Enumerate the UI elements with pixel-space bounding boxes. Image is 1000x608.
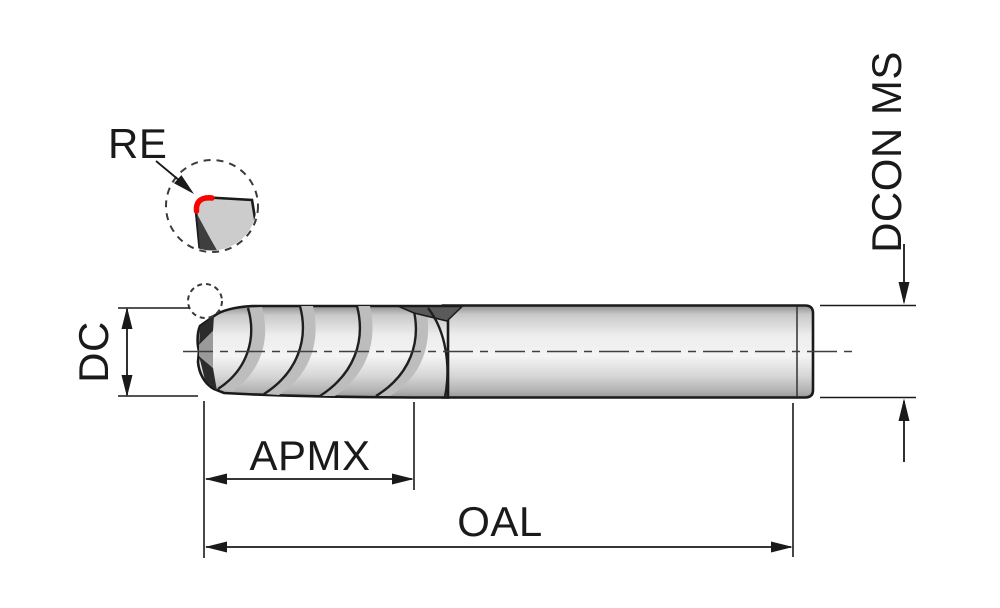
tooth-face-upper xyxy=(199,316,214,345)
apmx-arrow-left xyxy=(205,473,227,485)
flute-helix-line xyxy=(375,306,418,398)
dc-dimension: DC xyxy=(70,307,198,397)
corner-radius-arc xyxy=(193,195,215,214)
flute-helix-line xyxy=(319,305,362,398)
end-mill-tool xyxy=(183,304,856,399)
tooth-face-lower xyxy=(199,356,217,391)
oal-arrow-right xyxy=(771,541,793,553)
dcon-arrow-up xyxy=(898,398,910,421)
re-label: RE xyxy=(108,120,167,167)
dcon-ms-dimension: DCON MS xyxy=(820,51,916,462)
tooth-face-mid xyxy=(199,331,213,368)
apmx-label: APMX xyxy=(249,432,370,479)
flute-helix-line xyxy=(217,307,253,391)
flute-shade xyxy=(264,306,316,395)
flute-runout-curve xyxy=(427,307,449,398)
flute-runout-notch xyxy=(398,305,464,322)
corner-radius-detail: RE xyxy=(108,120,259,319)
re-leader-line xyxy=(155,160,181,182)
dc-label: DC xyxy=(70,321,117,383)
detail-shadow-wedge xyxy=(197,214,218,251)
apmx-dimension: APMX xyxy=(203,401,415,558)
dc-arrow-up xyxy=(121,307,133,329)
flute-helix-line xyxy=(263,305,305,396)
apmx-arrow-right xyxy=(392,473,414,485)
oal-dimension: OAL xyxy=(205,403,794,557)
flute-shade xyxy=(218,307,266,391)
oal-label: OAL xyxy=(457,498,543,545)
oal-arrow-left xyxy=(205,541,227,553)
re-leader-arrowhead xyxy=(174,175,194,194)
corner-detail-source-circle xyxy=(187,283,223,319)
dcon-arrow-down xyxy=(898,282,910,305)
dcon-ms-label: DCON MS xyxy=(863,51,910,253)
detail-circle xyxy=(165,159,259,253)
dc-arrow-down xyxy=(121,375,133,397)
